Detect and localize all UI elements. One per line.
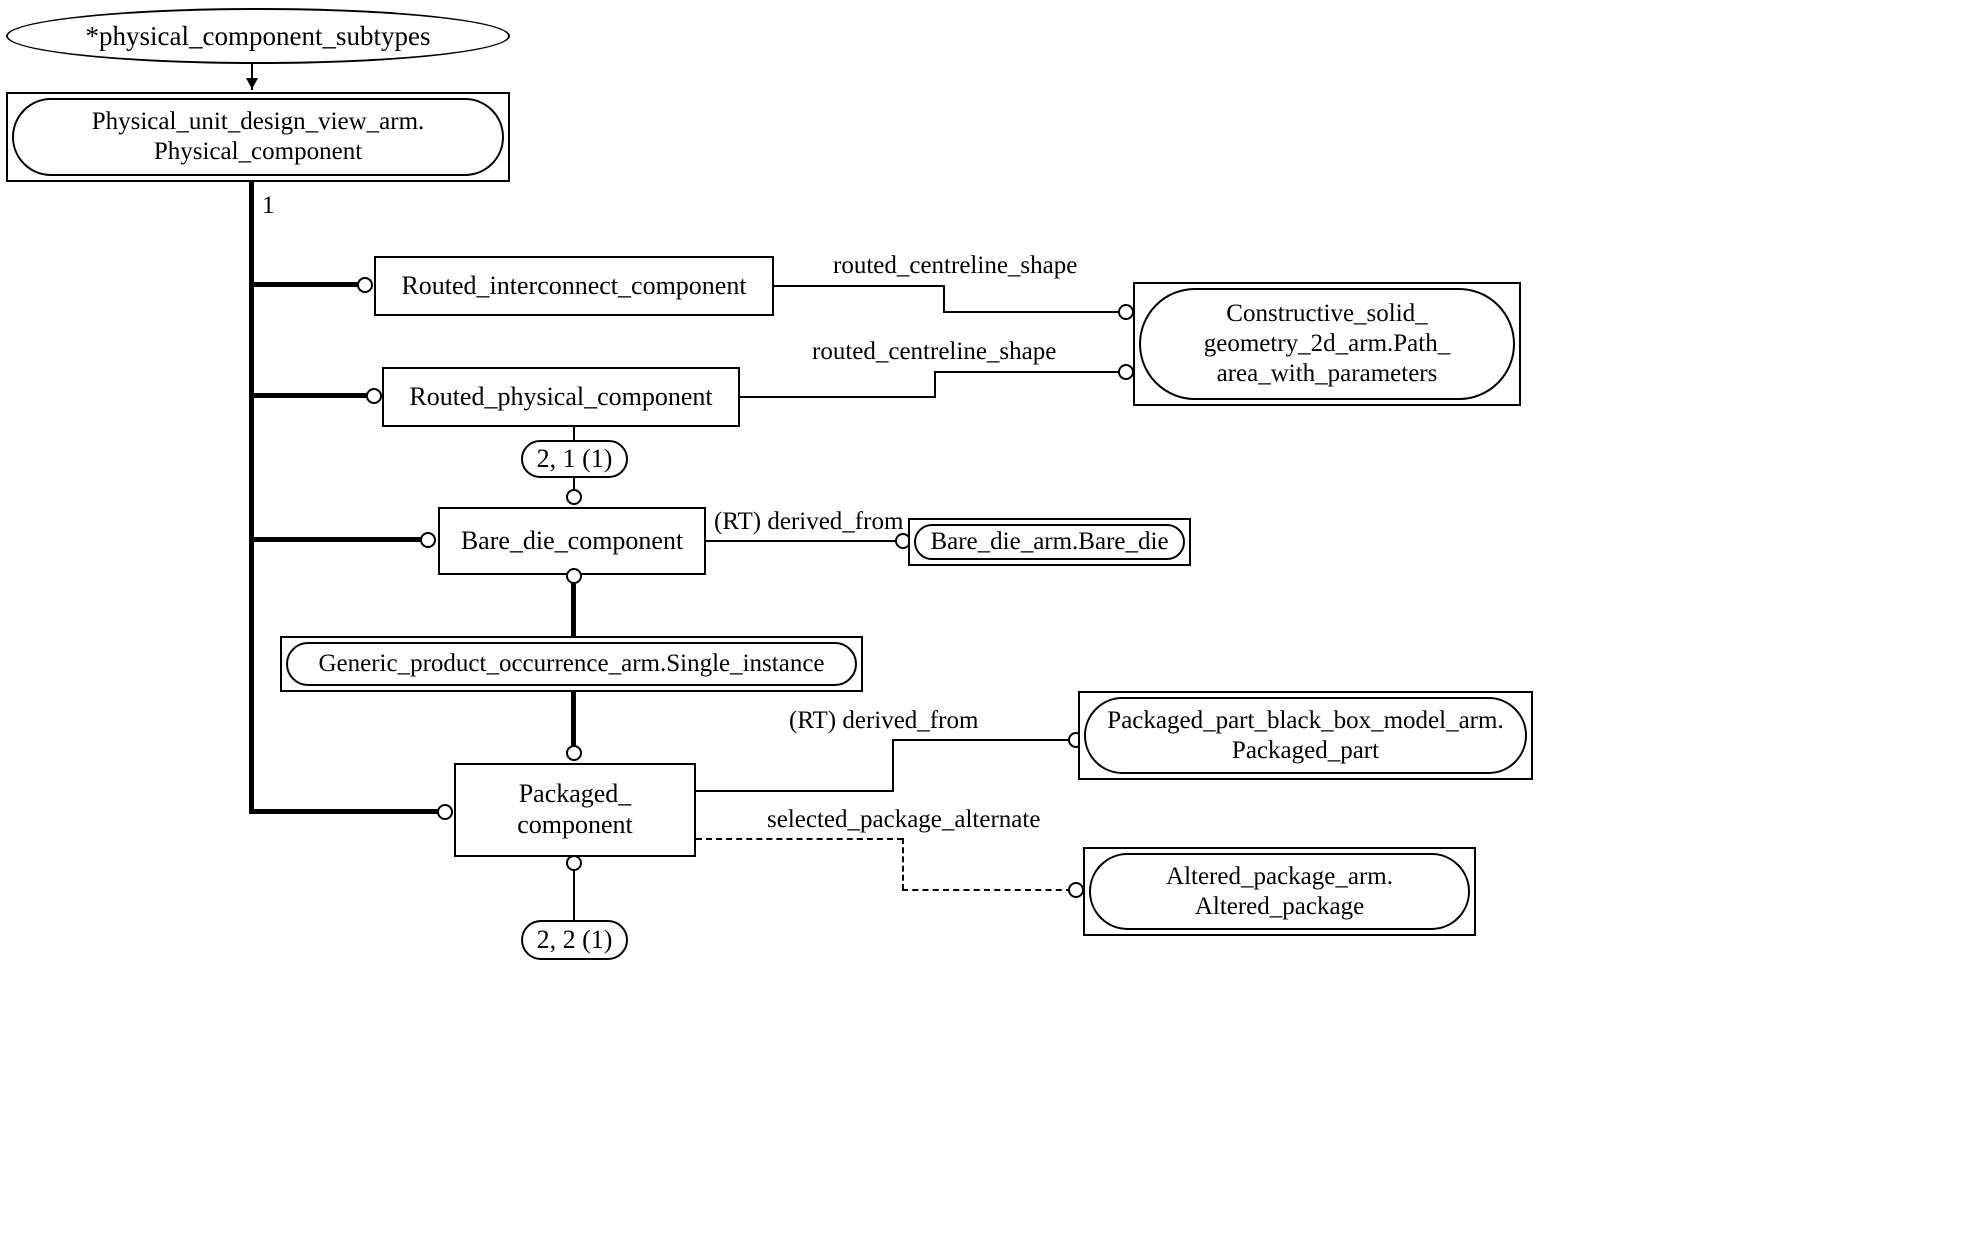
edge-packaged-to-altered-package [696, 838, 903, 840]
node-label-line1: Altered_package_arm. [1166, 862, 1393, 890]
relationship-circle-csg-top [1118, 304, 1134, 320]
edge-packaged-to-altered-package-2 [902, 889, 1072, 891]
node-label: *physical_component_subtypes [85, 20, 431, 51]
connector-generic-product-to-packaged [571, 692, 576, 748]
node-label-line2: geometry_2d_arm.Path_ [1203, 330, 1451, 357]
node-inner: Bare_die_arm.Bare_die [914, 524, 1185, 560]
arrow-down-icon [246, 78, 258, 89]
node-label: Generic_product_occurrence_arm.Single_in… [318, 650, 825, 677]
node-label: Routed_interconnect_component [401, 270, 747, 300]
node-label: Bare_die_component [460, 525, 684, 555]
edge-routed-physical-to-csg-2 [934, 371, 1122, 373]
edge-routed-interconnect-to-csg-2 [943, 311, 1121, 313]
node-label-line3: area_with_parameters [1216, 360, 1438, 387]
connector-routed-physical-to-pageref [573, 427, 575, 442]
relationship-circle-routed-physical [366, 388, 382, 404]
node-label-line2: Altered_package [1194, 892, 1365, 920]
relationship-circle-routed-interconnect [357, 277, 373, 293]
node-inner: Packaged_part_black_box_model_arm. Packa… [1084, 697, 1527, 774]
edge-label-routed-centreline-shape-top: routed_centreline_shape [833, 252, 1078, 279]
relationship-circle-bare-die [420, 532, 436, 548]
supertype-trunk [249, 182, 254, 814]
branch-to-routed-physical [249, 393, 376, 398]
edge-routed-interconnect-to-csg [774, 285, 944, 287]
edge-routed-physical-to-csg [740, 396, 936, 398]
edge-label-rt-derived-from-bare-die: (RT) derived_from [714, 508, 904, 535]
relationship-circle-csg-bottom [1118, 364, 1134, 380]
connector-packaged-to-pageref [573, 869, 575, 921]
page-ref-label: 2, 1 (1) [536, 444, 613, 473]
node-inner: Physical_unit_design_view_arm. Physical_… [12, 98, 504, 176]
connector-bare-die-to-generic-product [571, 582, 576, 636]
edge-packaged-to-black-box-step [892, 739, 894, 792]
edge-packaged-to-black-box-2 [892, 739, 1074, 741]
edge-packaged-to-black-box [696, 790, 894, 792]
node-bare-die-arm[interactable]: Bare_die_arm.Bare_die [908, 518, 1191, 566]
node-label-line1: Physical_unit_design_view_arm. [91, 108, 425, 135]
node-constructive-solid-geometry[interactable]: Constructive_solid_ geometry_2d_arm.Path… [1133, 282, 1521, 406]
node-bare-die-component[interactable]: Bare_die_component [438, 507, 706, 575]
relationship-circle-packaged-component [437, 804, 453, 820]
cardinality-label-1: 1 [262, 192, 275, 219]
relationship-circle-altered-package [1068, 882, 1084, 898]
node-routed-interconnect-component[interactable]: Routed_interconnect_component [374, 256, 774, 316]
node-inner: Generic_product_occurrence_arm.Single_in… [286, 642, 857, 686]
node-packaged-part-black-box-model[interactable]: Packaged_part_black_box_model_arm. Packa… [1078, 691, 1533, 780]
node-packaged-component[interactable]: Packaged_ component [454, 763, 696, 857]
node-physical-unit-design-view[interactable]: Physical_unit_design_view_arm. Physical_… [6, 92, 510, 182]
branch-to-bare-die [249, 537, 427, 542]
node-inner: Altered_package_arm. Altered_package [1089, 853, 1470, 930]
node-routed-physical-component[interactable]: Routed_physical_component [382, 367, 740, 427]
node-label-line2: component [517, 810, 633, 839]
node-label-line1: Packaged_part_black_box_model_arm. [1107, 706, 1504, 734]
edge-packaged-to-altered-package-step [902, 838, 904, 890]
connector-subtypes-to-pudv [251, 62, 253, 90]
edge-label-selected-package-alternate: selected_package_alternate [767, 806, 1041, 833]
node-label: Bare_die_arm.Bare_die [930, 528, 1169, 555]
edge-bare-die-to-bare-die-arm [706, 540, 899, 542]
edge-label-routed-centreline-shape-bottom: routed_centreline_shape [812, 338, 1057, 365]
relationship-circle-packaged-top [566, 745, 582, 761]
node-altered-package[interactable]: Altered_package_arm. Altered_package [1083, 847, 1476, 936]
node-label-line1: Constructive_solid_ [1226, 300, 1428, 327]
edge-label-rt-derived-from-packaged: (RT) derived_from [789, 707, 979, 734]
edge-routed-interconnect-to-csg-step [943, 285, 945, 313]
node-label-line2: Packaged_part [1231, 736, 1380, 764]
node-label-line2: Physical_component [153, 138, 363, 165]
branch-to-packaged-component [249, 809, 445, 814]
node-physical-component-subtypes[interactable]: *physical_component_subtypes [6, 8, 510, 64]
node-inner: Constructive_solid_ geometry_2d_arm.Path… [1139, 288, 1515, 400]
page-ref-label: 2, 2 (1) [536, 925, 613, 954]
node-label: Routed_physical_component [409, 381, 713, 411]
page-ref-2-2[interactable]: 2, 2 (1) [521, 920, 628, 960]
edge-routed-physical-to-csg-step [934, 371, 936, 398]
relationship-circle-bare-die-top [566, 489, 582, 505]
node-label-line1: Packaged_ [518, 779, 632, 809]
branch-to-routed-interconnect [249, 282, 364, 287]
node-generic-product-occurrence[interactable]: Generic_product_occurrence_arm.Single_in… [280, 636, 863, 692]
page-ref-2-1[interactable]: 2, 1 (1) [521, 440, 628, 478]
